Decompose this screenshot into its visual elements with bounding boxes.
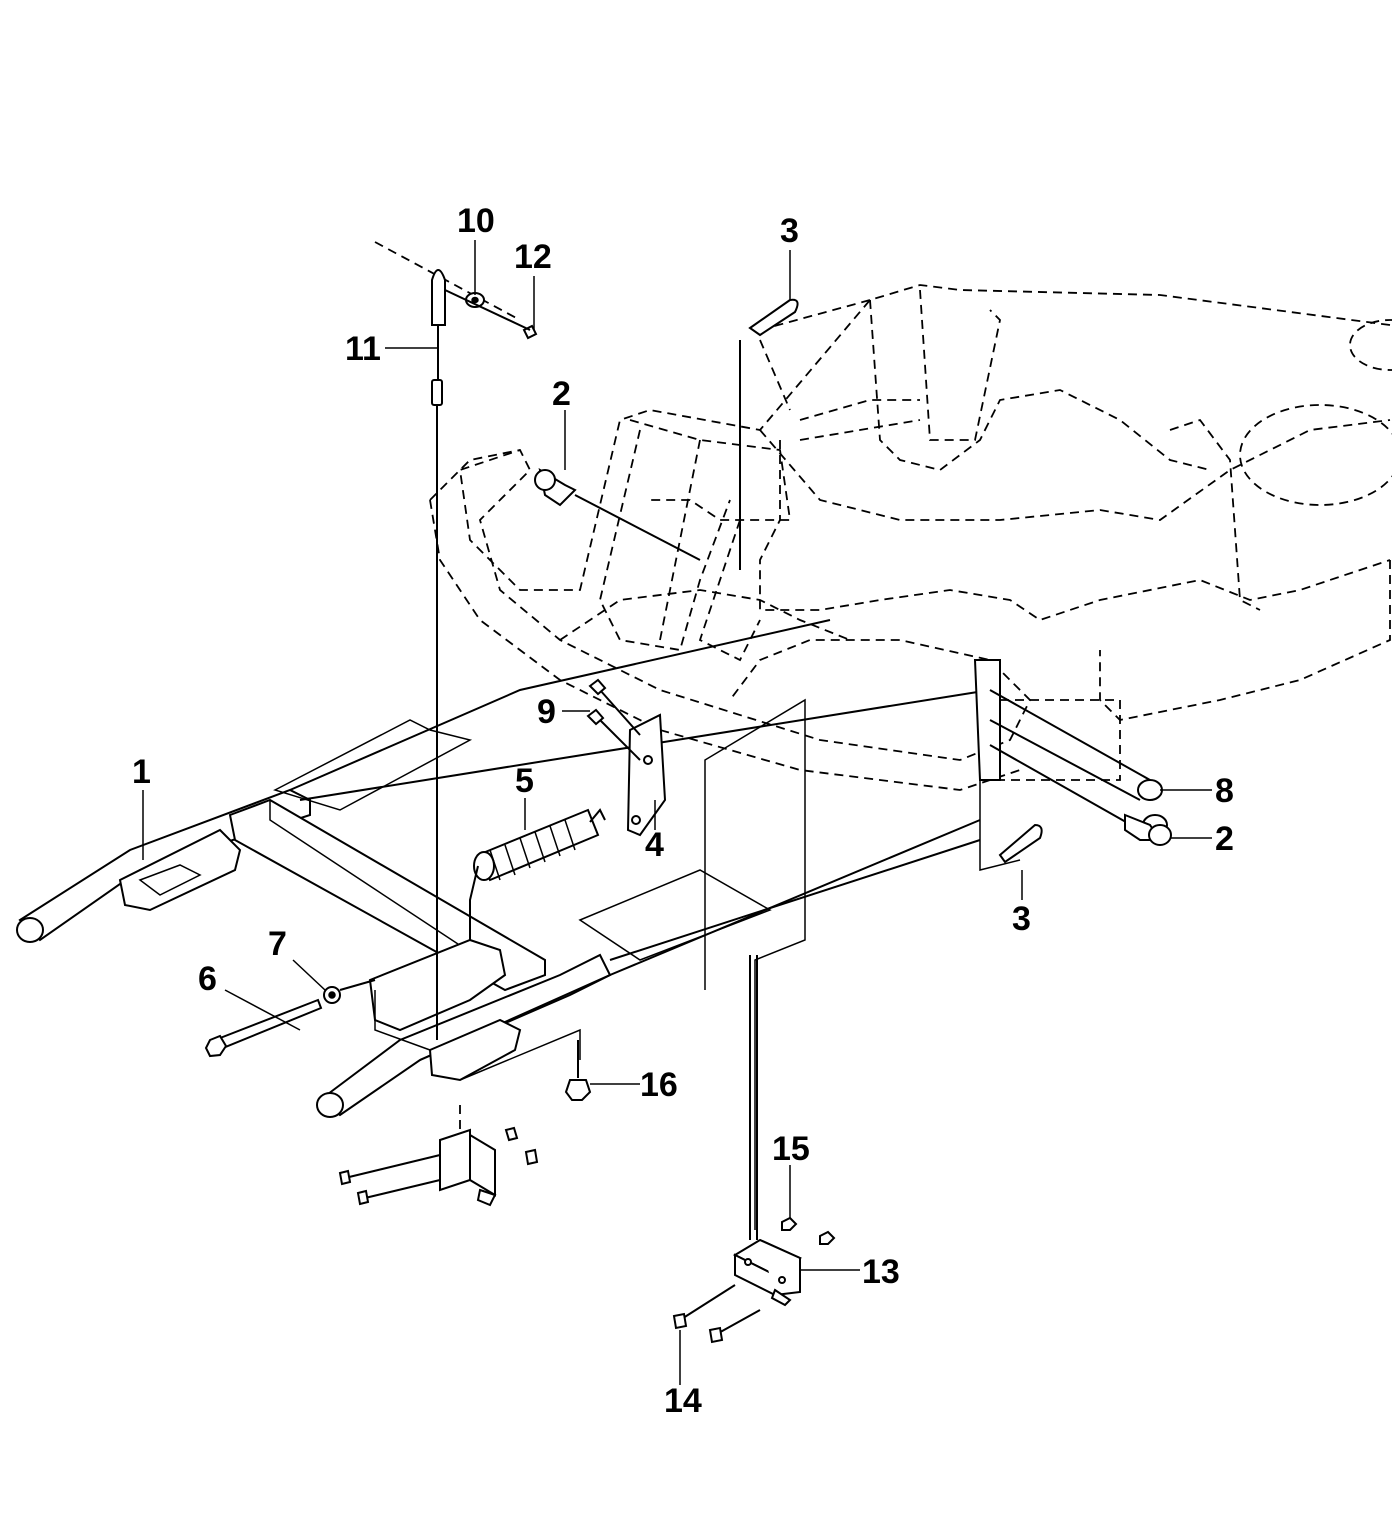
callout-13: 13 xyxy=(862,1253,900,1291)
leader-lines xyxy=(142,240,1212,1385)
callout-labels: 1 2 2 3 3 4 5 6 7 8 9 10 11 12 13 14 15 … xyxy=(132,202,1234,1420)
spring xyxy=(469,808,606,940)
callout-9: 9 xyxy=(537,693,556,731)
lower-bracket-right xyxy=(672,955,836,1344)
callout-11: 11 xyxy=(345,330,381,368)
callout-1: 1 xyxy=(132,753,151,791)
callout-6: 6 xyxy=(198,960,217,998)
callout-2-upper: 2 xyxy=(552,375,571,413)
bolt-6 xyxy=(204,979,376,1058)
lower-bracket-left xyxy=(338,1105,539,1207)
callout-15: 15 xyxy=(772,1130,810,1168)
pins-rear xyxy=(989,689,1172,846)
callout-4: 4 xyxy=(645,826,664,864)
bolt-16 xyxy=(564,1040,592,1101)
pin-upper xyxy=(534,467,701,561)
callout-10: 10 xyxy=(457,202,495,240)
callout-5: 5 xyxy=(515,762,534,800)
callout-16: 16 xyxy=(640,1066,678,1104)
callout-8: 8 xyxy=(1215,772,1234,810)
callout-3-upper: 3 xyxy=(780,212,799,250)
callout-14: 14 xyxy=(664,1382,702,1420)
chassis-frame-outline xyxy=(429,284,1392,791)
cable-assembly xyxy=(374,241,538,1040)
callout-7: 7 xyxy=(268,925,287,963)
reference-planes xyxy=(273,698,1021,1230)
callout-12: 12 xyxy=(514,238,552,276)
lift-frame xyxy=(16,619,1121,1118)
callout-3-lower: 3 xyxy=(1012,900,1031,938)
callout-2-lower: 2 xyxy=(1215,820,1234,858)
